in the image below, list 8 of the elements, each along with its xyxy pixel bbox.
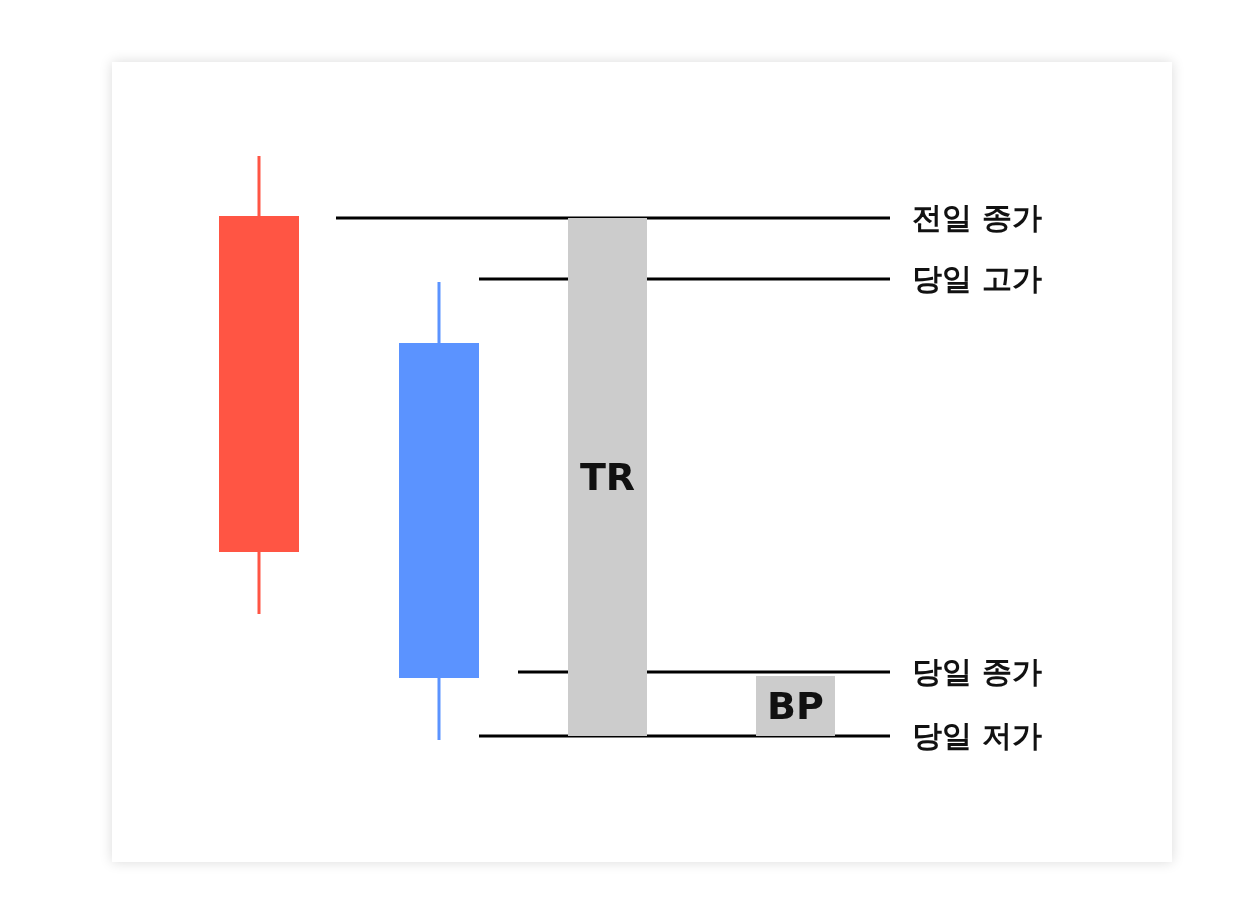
range-band: [568, 218, 647, 736]
price-level-label: 당일 고가: [912, 260, 1043, 298]
band-label: TR: [579, 455, 636, 499]
price-level-label: 당일 종가: [912, 653, 1043, 691]
price-level-label: 당일 저가: [912, 717, 1043, 755]
band-label: BP: [767, 684, 824, 728]
range-band: [756, 676, 835, 736]
price-level-label: 전일 종가: [912, 199, 1043, 237]
